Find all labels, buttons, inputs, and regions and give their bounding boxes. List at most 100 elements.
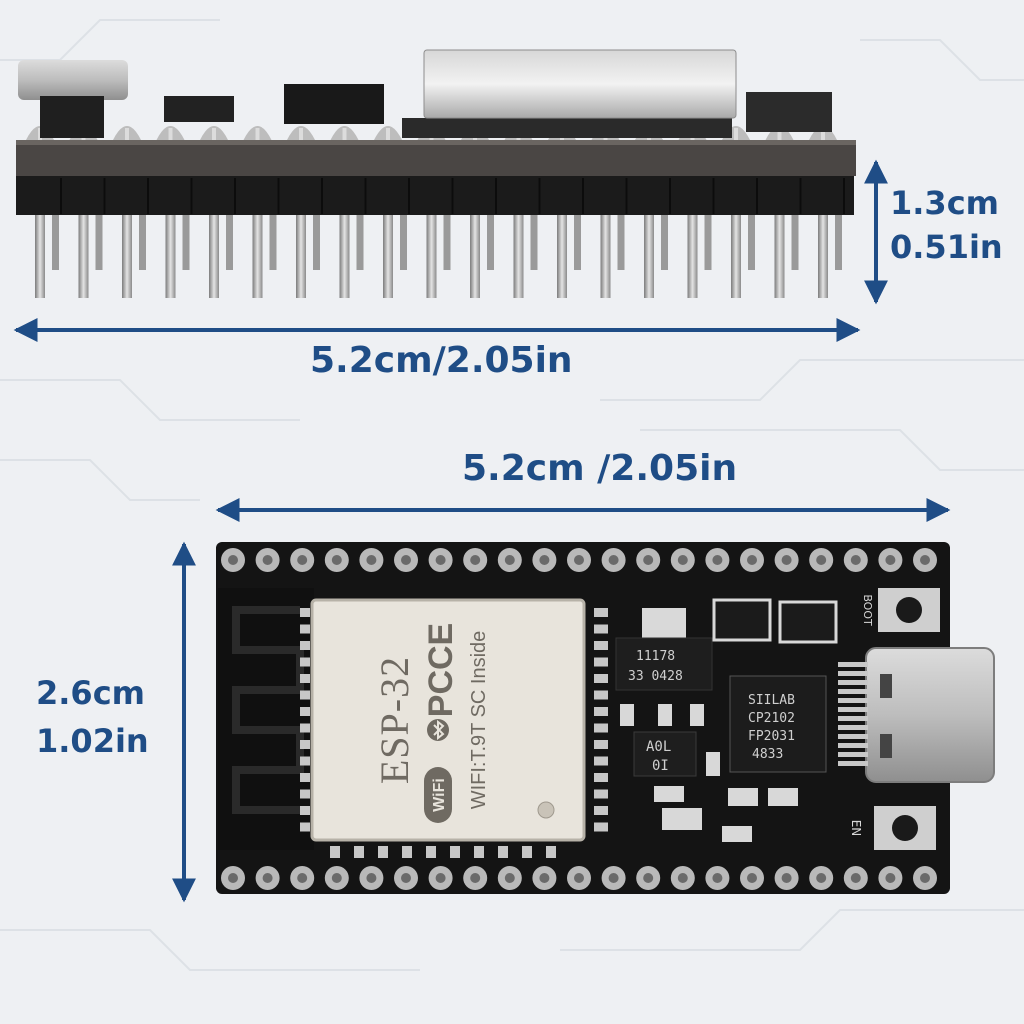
module-name: ESP-32: [372, 656, 417, 784]
pin-tip: [777, 128, 782, 140]
module-pad: [300, 674, 310, 683]
header-pin-rear: [52, 214, 59, 270]
usb-connector-side: [18, 60, 128, 100]
module-pad: [594, 756, 608, 766]
usb-c-connector: [865, 647, 995, 783]
board-height-cm-label: 2.6cm: [36, 674, 145, 712]
pin-hole: [885, 873, 896, 883]
header-divider: [799, 178, 802, 214]
pin-hole: [608, 873, 619, 883]
header-pin: [252, 214, 263, 298]
pin-hole: [262, 555, 273, 565]
usb-pad: [838, 743, 868, 748]
header-pin: [731, 214, 741, 298]
pin-tip: [299, 128, 303, 140]
module-pad: [300, 740, 310, 749]
header-pin-rear: [95, 214, 103, 270]
header-divider: [451, 178, 454, 214]
module-pad: [522, 846, 532, 858]
module-pad: [594, 674, 608, 683]
pin-tip: [342, 128, 347, 140]
header-pin-rear: [139, 214, 146, 270]
header-pin: [383, 214, 393, 298]
module-pad: [594, 822, 608, 832]
usb-bridge-line-1: SIILAB: [748, 693, 795, 708]
header-pins-long: [35, 214, 842, 298]
usb-pad: [838, 752, 868, 757]
pin-hole: [331, 555, 342, 565]
module-pad: [594, 608, 608, 617]
usb-bridge-chip: [729, 675, 827, 773]
header-pin-rear: [661, 214, 668, 270]
module-pad: [330, 846, 340, 858]
wifi-icon: WiFi: [424, 767, 452, 823]
header-pin-rear: [182, 214, 190, 270]
header-pin: [513, 214, 524, 298]
usb-bridge-line-4: 4833: [752, 747, 783, 762]
transistor-1: [712, 598, 772, 642]
esp32-module-shield: [310, 598, 586, 842]
header-pin-rear: [704, 214, 712, 270]
module-pad: [300, 624, 310, 634]
svg-text:WiFi: WiFi: [431, 778, 448, 812]
header-divider: [234, 178, 236, 214]
pin-hole: [366, 873, 377, 883]
pin-hole: [228, 873, 238, 883]
pin-hole: [504, 873, 515, 883]
pin-hole: [677, 555, 688, 565]
module-pad: [594, 657, 608, 667]
header-divider: [147, 178, 149, 214]
diode-line-2: 0I: [652, 758, 669, 774]
pin-hole: [262, 873, 273, 883]
pin-hole: [470, 555, 481, 565]
smd-components: [620, 704, 798, 842]
module-pad: [300, 641, 310, 650]
pin-hole: [297, 555, 308, 565]
header-divider: [843, 178, 845, 214]
header-pin: [296, 214, 306, 298]
header-pin-rear: [443, 214, 451, 270]
pin-header-plastic: [16, 175, 854, 215]
header-pin: [35, 214, 45, 298]
pin-hole: [608, 555, 619, 565]
pin-hole: [677, 873, 688, 883]
pin-tip: [821, 128, 825, 140]
header-divider: [277, 178, 280, 214]
board-height-in-label: 1.02in: [36, 722, 149, 760]
usb-pad: [838, 707, 868, 712]
header-pin: [339, 214, 350, 298]
header-divider: [712, 178, 715, 214]
pin-hole: [539, 555, 550, 565]
pin-hole: [504, 555, 515, 565]
header-pin: [426, 214, 437, 298]
header-pin-rear: [400, 214, 407, 270]
header-divider: [321, 178, 323, 214]
pin-row-top: [221, 548, 937, 572]
pin-hole: [920, 873, 930, 883]
module-pad: [300, 806, 310, 815]
header-pin: [122, 214, 132, 298]
header-pin-rear: [530, 214, 538, 270]
pin-hole: [228, 555, 238, 565]
pin-hole: [435, 873, 446, 883]
diode-line-1: A0L: [646, 739, 671, 755]
pin-hole: [712, 873, 723, 883]
regulator-line-1: 11178: [636, 649, 675, 664]
header-pin: [687, 214, 698, 298]
transistor-2: [778, 600, 838, 644]
pin-hole: [850, 555, 861, 565]
pin-hole: [712, 555, 723, 565]
module-certification-marks: PCCE: [422, 623, 460, 717]
board-width-label: 5.2cm /2.05in: [462, 448, 738, 489]
regulator-tab: [642, 608, 686, 638]
pin-tip: [212, 128, 216, 140]
diode-chip: [633, 731, 697, 777]
header-pin-rear: [574, 214, 581, 270]
pin-tip: [734, 128, 738, 140]
pin-hole: [574, 873, 584, 883]
module-pad: [300, 723, 310, 733]
usb-bridge-line-2: CP2102: [748, 711, 795, 726]
pin-hole: [470, 873, 481, 883]
module-pad: [474, 846, 484, 858]
module-pad: [594, 723, 608, 733]
